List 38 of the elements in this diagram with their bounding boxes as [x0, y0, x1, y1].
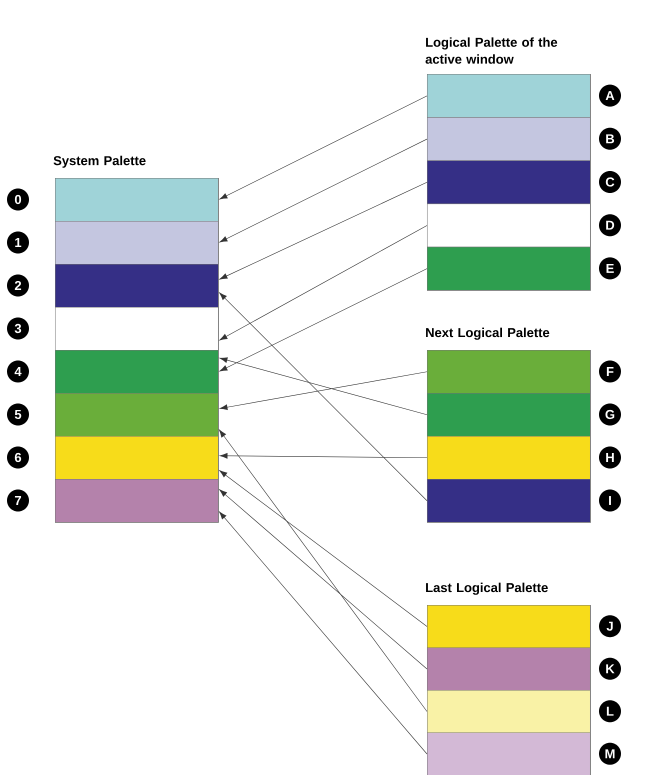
callout-number: I	[599, 490, 621, 512]
callout-number: F	[599, 360, 621, 382]
callout-number: E	[599, 257, 621, 280]
arrow	[219, 138, 428, 242]
callout-number: D	[599, 214, 621, 236]
palette-heading: Next Logical Palette	[426, 328, 550, 340]
callout-number: 3	[7, 318, 29, 340]
arrow	[219, 292, 428, 502]
arrow	[219, 96, 428, 200]
arrow	[219, 268, 428, 372]
arrow	[219, 225, 428, 340]
arrow	[219, 430, 428, 712]
arrow	[219, 512, 428, 754]
arrow	[220, 357, 428, 416]
callout-number: 1	[7, 232, 29, 254]
callout-number: 5	[7, 404, 29, 426]
arrow	[219, 182, 428, 280]
arrow	[219, 489, 428, 670]
callout-number: G	[599, 404, 621, 426]
callout-number: C	[599, 171, 621, 193]
callout-number: 7	[7, 490, 29, 512]
palette-heading: System Palette	[54, 156, 146, 168]
callout-number: A	[599, 84, 621, 107]
callout-number: 6	[7, 446, 29, 468]
callout-number: J	[599, 615, 621, 638]
callout-number: 2	[7, 274, 29, 296]
callout-number: M	[599, 742, 621, 765]
arrow	[219, 470, 428, 627]
callout-number: 4	[7, 360, 29, 382]
arrow	[220, 371, 428, 410]
callout-number: 0	[7, 188, 29, 210]
callout-number: K	[599, 658, 621, 680]
callout-number: H	[599, 446, 621, 468]
callout-number: L	[599, 700, 621, 722]
palette-heading: Logical Palette of the active window	[426, 37, 558, 64]
palette-heading: Last Logical Palette	[426, 582, 548, 595]
callout-number: B	[599, 128, 621, 150]
arrow	[220, 453, 428, 459]
